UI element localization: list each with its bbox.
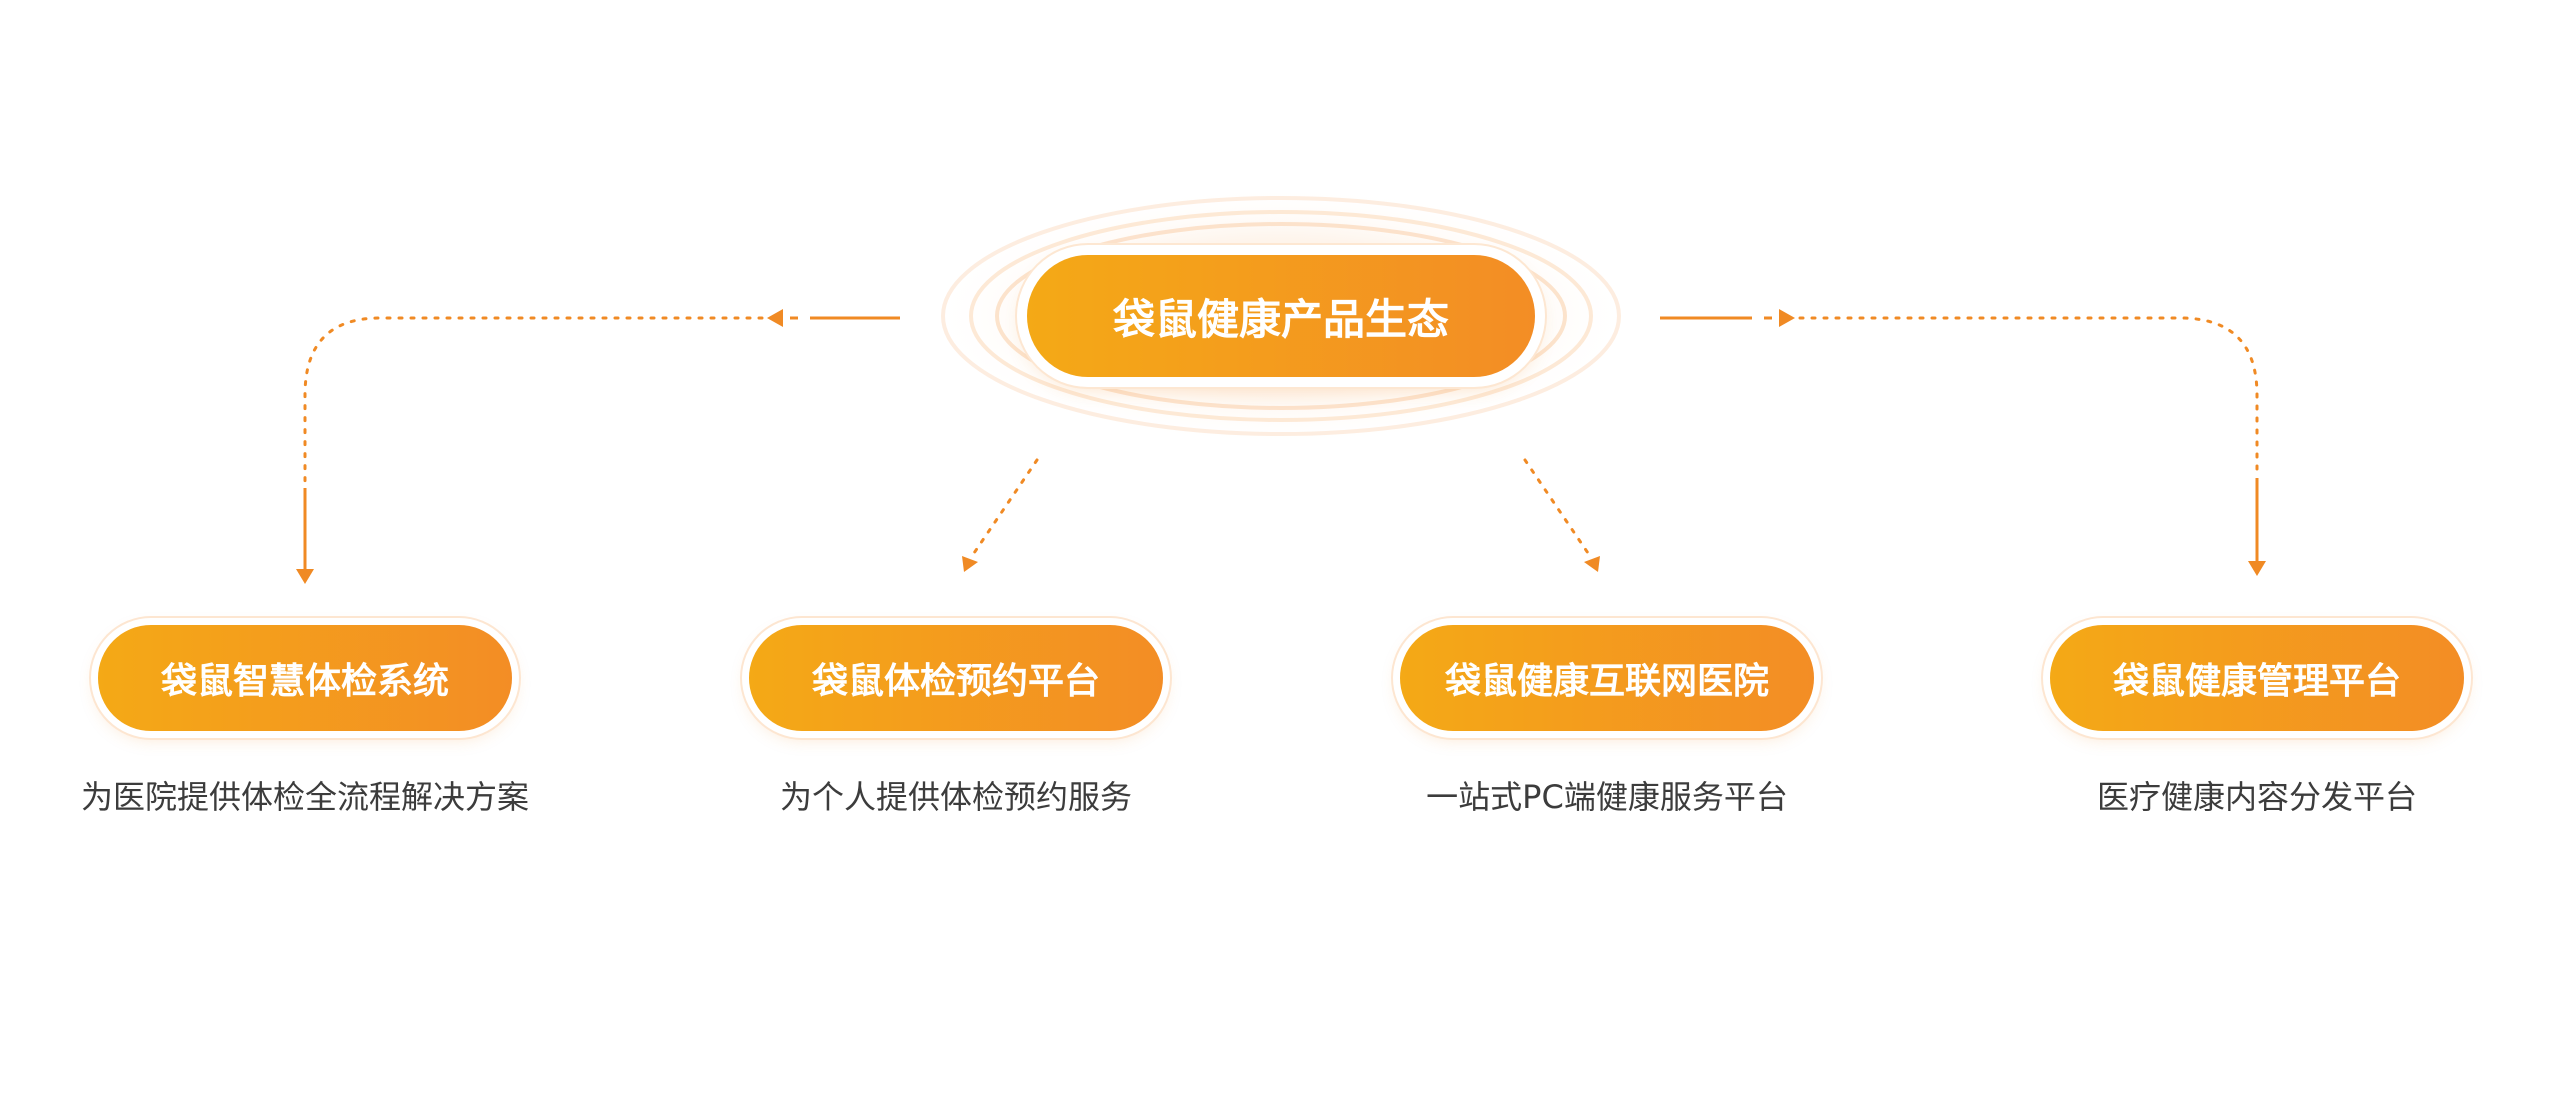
arrow-left-icon bbox=[767, 309, 783, 327]
connector-left-outer bbox=[296, 309, 900, 584]
arrow-down-right-icon bbox=[1584, 556, 1600, 572]
product-description-smart-checkup-system: 为医院提供体检全流程解决方案 bbox=[80, 778, 529, 816]
product-description-internet-hospital: 一站式PC端健康服务平台 bbox=[1426, 778, 1788, 816]
product-node-health-management-platform: 袋鼠健康管理平台 bbox=[2050, 625, 2464, 731]
product-node-checkup-booking-platform: 袋鼠体检预约平台 bbox=[749, 625, 1163, 731]
arrow-down-icon bbox=[296, 569, 314, 584]
ecosystem-center-node: 袋鼠健康产品生态 bbox=[1027, 255, 1535, 377]
connector-left-inner bbox=[962, 458, 1039, 572]
connector-right-inner bbox=[1523, 458, 1600, 572]
product-description-checkup-booking-platform: 为个人提供体检预约服务 bbox=[779, 778, 1132, 816]
arrow-right-icon bbox=[1779, 309, 1795, 327]
product-node-smart-checkup-system: 袋鼠智慧体检系统 bbox=[98, 625, 512, 731]
connector-right-outer bbox=[1660, 309, 2266, 576]
arrow-down-left-icon bbox=[962, 556, 978, 572]
product-description-health-management-platform: 医疗健康内容分发平台 bbox=[2096, 778, 2417, 816]
product-node-internet-hospital: 袋鼠健康互联网医院 bbox=[1400, 625, 1814, 731]
arrow-down-icon bbox=[2248, 561, 2266, 576]
